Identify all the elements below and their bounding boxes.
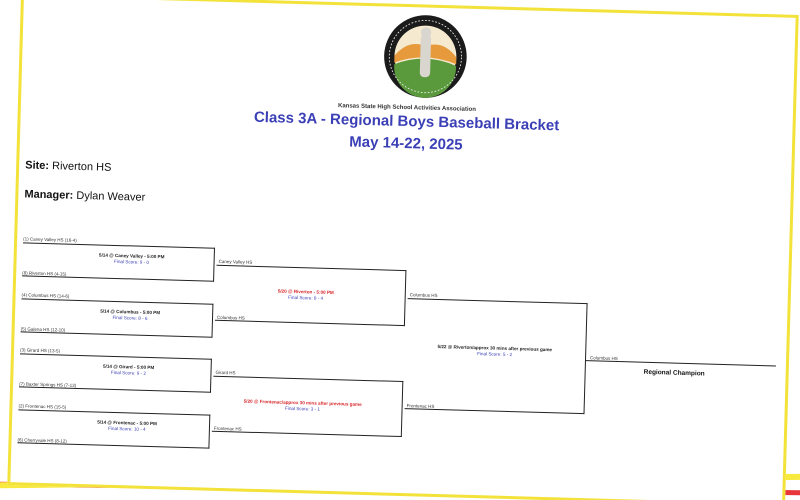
team-label: Columbus HS: [409, 292, 438, 298]
manager-line: Manager: Dylan Weaver: [24, 188, 145, 203]
site-value: Riverton HS: [51, 160, 112, 174]
manager-value: Dylan Weaver: [76, 189, 146, 204]
team-label: Caney Valley HS: [218, 258, 253, 265]
team-label: Girard HS: [215, 369, 236, 376]
site-line: Site: Riverton HS: [25, 159, 112, 173]
champion-label: Regional Champion: [643, 368, 705, 378]
champion-line: [585, 360, 776, 367]
manager-label: Manager:: [24, 188, 74, 202]
bracket-sheet: Kansas State High School Activities Asso…: [7, 0, 799, 500]
association-seal-icon: [384, 15, 467, 98]
site-label: Site:: [25, 159, 50, 173]
